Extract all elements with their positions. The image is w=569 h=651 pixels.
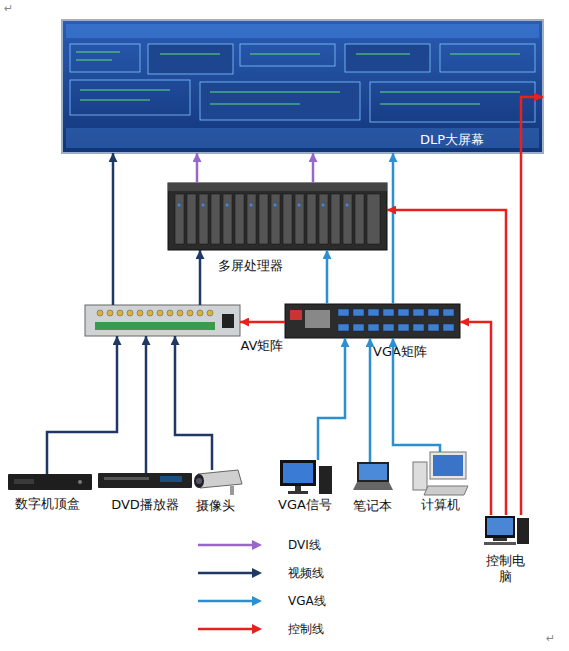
camera-illustration — [194, 470, 242, 495]
laptop-illustration — [353, 462, 393, 490]
device-label: AV矩阵 — [222, 338, 302, 354]
device-label: 多屏处理器 — [190, 258, 310, 274]
signal-connector — [240, 321, 285, 324]
av-matrix-illustration — [85, 305, 240, 336]
device-label: DLP大屏幕 — [392, 132, 512, 148]
signal-connector — [387, 210, 506, 515]
signal-connector — [175, 336, 212, 470]
device-label: DVD播放器 — [100, 497, 190, 513]
legend-text: 控制线 — [288, 621, 324, 638]
device-node: AV矩阵 — [85, 305, 240, 336]
device-node: 摄像头 — [192, 470, 245, 495]
dvd-player-illustration — [98, 473, 192, 488]
paragraph-mark: ↵ — [4, 2, 13, 15]
device-node: 数字机顶盒 — [8, 474, 92, 490]
signal-connector — [312, 153, 315, 183]
legend-line — [198, 600, 254, 603]
legend-line — [198, 628, 254, 631]
monitor-illustration — [280, 460, 332, 494]
legend-line-sample — [196, 563, 266, 583]
signal-connector — [326, 250, 329, 304]
signal-connector — [521, 97, 543, 515]
legend-line — [198, 544, 254, 547]
legend-arrow-head — [252, 596, 262, 606]
vga-matrix-illustration — [285, 304, 460, 338]
signal-connector — [145, 336, 148, 473]
device-node: DVD播放器 — [98, 473, 192, 488]
legend-text: DVI线 — [288, 537, 321, 554]
device-node: DLP大屏幕 — [62, 20, 543, 153]
signal-connector — [196, 153, 199, 183]
control-computer-illustration — [484, 516, 529, 545]
paragraph-mark: ↵ — [546, 632, 555, 645]
legend-line-sample — [196, 535, 266, 555]
legend-arrow-head — [252, 568, 262, 578]
legend-text: 视频线 — [288, 565, 324, 582]
legend-row: DVI线 — [196, 535, 396, 555]
device-label: VGA信号 — [270, 497, 340, 513]
legend-line — [198, 572, 254, 575]
signal-connector — [318, 338, 345, 460]
legend-row: VGA线 — [196, 591, 396, 611]
device-node: 控制电脑 — [483, 515, 530, 545]
computer-illustration — [413, 452, 468, 495]
legend-arrow-head — [252, 540, 262, 550]
signal-connector — [460, 322, 491, 515]
signal-connector — [392, 153, 395, 304]
legend-row: 控制线 — [196, 619, 396, 639]
device-label: 计算机 — [410, 497, 470, 513]
signal-connector — [369, 338, 372, 462]
legend-line-sample — [196, 619, 266, 639]
legend-text: VGA线 — [288, 593, 326, 610]
signal-connector — [112, 153, 115, 305]
signal-connector — [393, 338, 440, 452]
device-node: VGA矩阵 — [285, 304, 460, 338]
legend-arrow-head — [252, 624, 262, 634]
device-node: 多屏处理器 — [168, 183, 387, 250]
legend-row: 视频线 — [196, 563, 396, 583]
device-node: 笔记本 — [353, 462, 393, 490]
signal-connector — [47, 336, 117, 474]
device-label: 控制电脑 — [483, 553, 527, 585]
device-label: 笔记本 — [342, 498, 402, 514]
set-top-box-illustration — [8, 474, 92, 490]
processor-illustration — [168, 183, 387, 250]
device-label: 摄像头 — [185, 498, 245, 514]
legend-line-sample — [196, 591, 266, 611]
device-label: VGA矩阵 — [360, 344, 440, 360]
screen-illustration — [62, 20, 543, 153]
signal-connector — [199, 250, 202, 305]
device-node: VGA信号 — [278, 460, 333, 495]
device-label: 数字机顶盒 — [7, 496, 87, 512]
device-node: 计算机 — [413, 452, 468, 495]
